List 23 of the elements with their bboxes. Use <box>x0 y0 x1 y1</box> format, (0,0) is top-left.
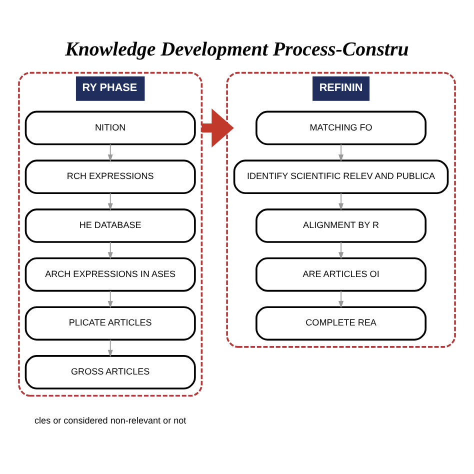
arrow <box>108 242 113 260</box>
node-box: IDENTIFY SCIENTIFIC RELEV AND PUBLICA <box>233 160 449 194</box>
node-box: COMPLETE REA <box>256 306 427 341</box>
arrow <box>108 144 113 162</box>
node-box: RCH EXPRESSIONS <box>24 160 196 194</box>
arrow <box>202 108 234 148</box>
arrow <box>338 290 344 308</box>
node-box: PLICATE ARTICLES <box>24 306 196 341</box>
arrow <box>338 144 344 162</box>
arrow <box>108 339 113 358</box>
node-box: ARE ARTICLES OI <box>256 257 427 292</box>
arrow <box>338 242 344 260</box>
node-box: HE DATABASE <box>24 208 196 243</box>
node-box: ARCH EXPRESSIONS IN ASES <box>24 257 196 292</box>
node-box: ALIGNMENT BY R <box>256 208 427 243</box>
diagram-title: Knowledge Development Process-Constru <box>65 38 409 60</box>
node-box: GROSS ARTICLES <box>24 355 196 390</box>
node-box: NITION <box>24 110 196 146</box>
arrow <box>108 290 113 308</box>
node-box: MATCHING FO <box>256 110 427 146</box>
arrow <box>338 192 344 211</box>
label: cles or considered non-relevant or not <box>34 415 186 426</box>
arrow <box>108 192 113 211</box>
